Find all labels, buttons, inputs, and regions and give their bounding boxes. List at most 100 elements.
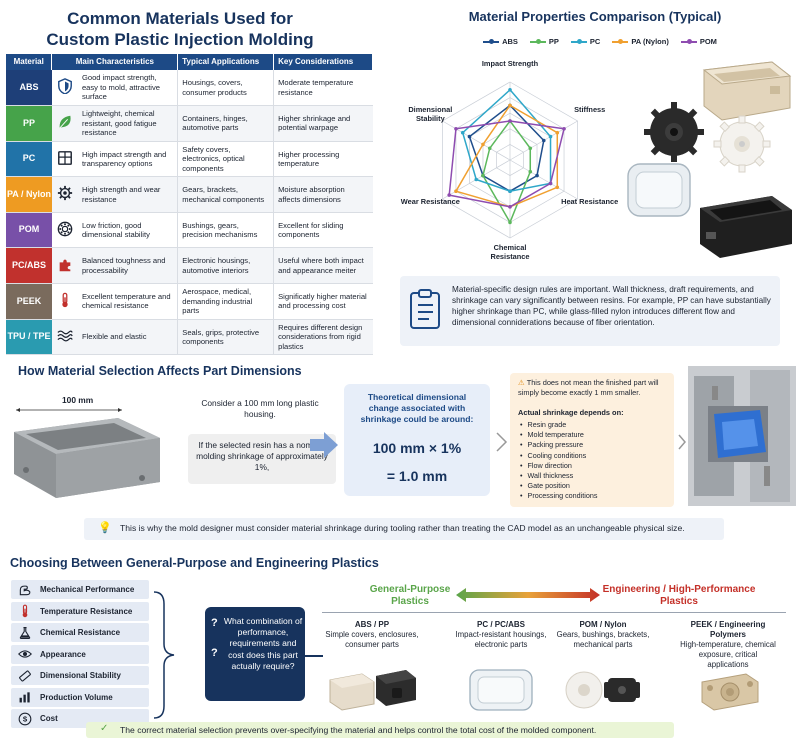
radar-point <box>508 103 512 108</box>
connector-line <box>305 655 323 657</box>
criterion-label: Chemical Resistance <box>40 628 121 637</box>
criterion-item: Temperature Resistance <box>11 601 149 621</box>
radar-point <box>528 146 533 151</box>
material-applications: Electronic housings, automotive interior… <box>177 247 274 285</box>
radar-point <box>555 130 560 135</box>
radar-point <box>508 220 512 225</box>
radar-point <box>528 169 533 174</box>
list-item: Flow direction <box>520 461 597 471</box>
shrinkage-condition-text: If the selected resin has a nominal mold… <box>196 440 328 472</box>
chevron-right-icon <box>678 434 686 450</box>
materials-table: Material Main Characteristics Typical Ap… <box>6 54 373 356</box>
criterion-label: Production Volume <box>40 692 113 702</box>
table-header-row: Material Main Characteristics Typical Ap… <box>6 54 373 70</box>
svg-text:$: $ <box>23 714 28 723</box>
criterion-item: Production Volume <box>11 687 149 707</box>
dimensions-section-title: How Material Selection Affects Part Dime… <box>18 364 302 378</box>
radar-axis-line <box>509 159 578 200</box>
legend-label: PA (Nylon) <box>631 37 669 46</box>
legend-item: PP <box>529 37 559 46</box>
category-description: Simple covers, enclosures, consumer part… <box>325 630 419 649</box>
header-material: Material <box>6 54 53 70</box>
calculation-formula: 100 mm × 1% <box>372 440 462 456</box>
shield-icon <box>58 78 72 96</box>
radar-point <box>508 205 512 209</box>
radar-point <box>487 146 492 151</box>
material-characteristics: Good impact strength, easy to mold, attr… <box>77 70 178 107</box>
list-item: Gate position <box>520 481 597 491</box>
leaf-icon <box>59 115 71 129</box>
category-name: PC / PC/ABS <box>476 620 525 629</box>
warning-title-text: This does not mean the finished part wil… <box>518 378 659 397</box>
legend-swatch <box>612 38 629 44</box>
radar-axis-label: Dimensional Stability <box>408 105 453 123</box>
legend-item: ABS <box>483 37 518 46</box>
radar-point <box>481 142 485 147</box>
header-considerations: Key Considerations <box>273 54 373 70</box>
legend-swatch <box>483 38 500 44</box>
material-considerations: Requires different design considerations… <box>273 319 373 356</box>
material-icon-cell <box>51 212 78 249</box>
category-description: Impact-resistant housings, electronic pa… <box>455 630 547 649</box>
material-applications: Bushings, gears, precision mechanisms <box>177 212 274 249</box>
double-arrow-icon <box>456 588 600 602</box>
header-applications: Typical Applications <box>177 54 275 70</box>
material-considerations: Moisture absorption affects dimensions <box>273 176 373 213</box>
window-icon <box>58 150 72 165</box>
radar-axis-label: Heat Resistance <box>561 197 619 206</box>
material-icon-cell <box>51 247 78 285</box>
material-characteristics: High impact strength and transparency op… <box>77 141 178 178</box>
legend-label: POM <box>699 37 717 46</box>
criterion-label: Cost <box>40 714 58 723</box>
material-icon-cell <box>51 141 78 178</box>
category-description: Gears, bushings, brackets, mechanical pa… <box>556 630 650 649</box>
radar-point <box>474 177 479 182</box>
clear-case-image <box>627 163 691 217</box>
dollar-icon: $ <box>18 712 32 725</box>
bearing-icon <box>57 221 73 237</box>
material-name: POM <box>6 212 52 249</box>
radar-point <box>535 173 539 178</box>
warning-title: ⚠ This does not mean the finished part w… <box>518 378 670 397</box>
radar-chart <box>442 81 578 239</box>
category-name: PEEK / Engineering Polymers <box>690 620 766 639</box>
material-characteristics: Flexible and elastic <box>77 319 178 356</box>
material-icon-cell <box>51 105 78 142</box>
material-name: PC/ABS <box>6 247 52 285</box>
radar-point <box>460 130 465 135</box>
beige-box-image <box>702 61 792 121</box>
material-name: PA / Nylon <box>6 176 52 213</box>
criteria-brace <box>153 591 175 719</box>
white-gear-image <box>713 115 771 173</box>
injection-mold-image <box>688 366 796 506</box>
consider-text: Consider a 100 mm long plastic housing. <box>201 398 319 419</box>
question-icon: ? <box>211 647 218 659</box>
criterion-label: Mechanical Performance <box>40 585 135 594</box>
material-name: TPU / TPE <box>6 319 52 356</box>
category-divider <box>322 612 786 613</box>
material-icon-cell <box>51 283 78 320</box>
abs-pp-parts-image <box>329 670 416 711</box>
radar-point <box>562 127 566 131</box>
material-considerations: Significatly higher material and process… <box>273 283 373 320</box>
wave-icon <box>57 330 73 342</box>
list-item: Resin grade <box>520 420 597 430</box>
legend-item: PC <box>570 37 600 46</box>
material-considerations: Useful where both impact and appearance … <box>273 247 373 285</box>
material-name: PC <box>6 141 52 178</box>
radar-axis-label: Impact Strength <box>481 59 539 68</box>
category-name: POM / Nylon <box>579 620 627 629</box>
part-length-label: 100 mm <box>62 395 94 405</box>
criterion-label: Dimensional Stability <box>40 671 121 680</box>
tooling-tip-text: This is why the mold designer must consi… <box>120 523 685 533</box>
criterion-item: Dimensional Stability <box>11 666 149 685</box>
shrinkage-calculation-box: Theoretical dimensional change associate… <box>344 384 490 496</box>
category-name: ABS / PP <box>354 620 390 629</box>
material-considerations: Moderate temperature resistance <box>273 70 373 107</box>
calculation-question: Theoretical dimensional change associate… <box>360 392 474 424</box>
